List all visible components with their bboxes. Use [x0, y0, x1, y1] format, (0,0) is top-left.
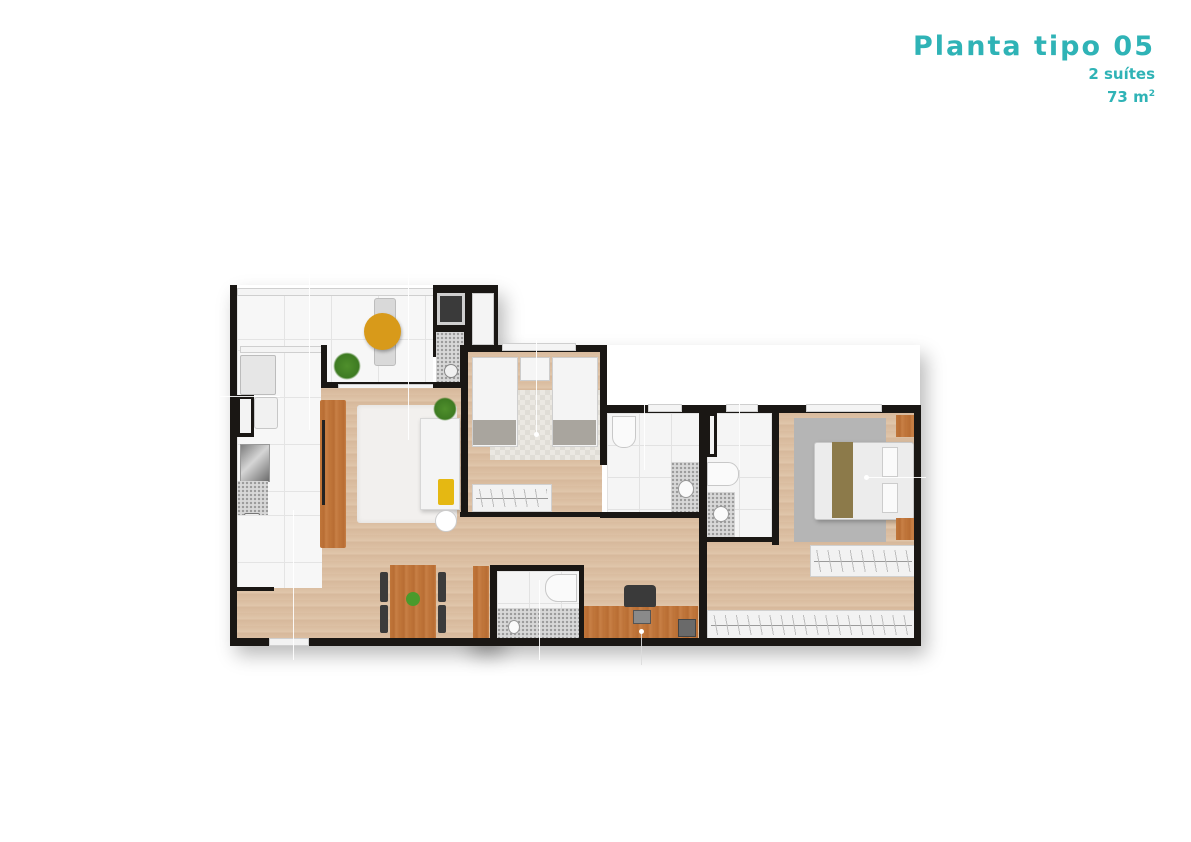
callout-line	[536, 340, 537, 435]
area-label: 73 m2	[1107, 88, 1155, 106]
wardrobe-suite[interactable]	[810, 545, 916, 577]
callout-line	[866, 477, 926, 478]
bedroom-1-window	[502, 343, 576, 351]
tv-icon	[322, 420, 325, 505]
wall-bedroom1-bottom	[460, 512, 606, 517]
bath-1-window	[648, 404, 682, 412]
wall-bath1-right	[699, 405, 707, 645]
wall-suite-bath-bottom-overlay	[707, 537, 779, 542]
wall-suite-bath-right-overlay	[772, 405, 779, 545]
wall-suite-right	[914, 405, 921, 645]
toilet-icon[interactable]	[612, 416, 636, 448]
plan-title: Planta tipo 05	[912, 31, 1155, 62]
callout-line	[644, 400, 645, 470]
side-table-icon	[435, 510, 457, 532]
suite-window	[806, 404, 882, 412]
callout-line	[739, 395, 740, 470]
suite-bath-window	[726, 404, 758, 412]
callout-line	[220, 396, 280, 397]
double-bed-icon[interactable]	[814, 442, 914, 520]
plan-title-block: Planta tipo 05 2 suítes 73 m2	[913, 30, 1155, 107]
storage-closet	[472, 293, 494, 345]
laundry-tank-icon	[254, 397, 278, 429]
chair-icon	[380, 572, 388, 602]
bed-runner	[832, 442, 853, 518]
chair-icon	[438, 572, 446, 602]
plant-icon	[433, 397, 457, 421]
sideboard	[473, 566, 489, 639]
laptop-icon	[633, 610, 651, 624]
suites-count: 2 suítes	[1088, 65, 1155, 83]
wall-living-bedroom	[460, 345, 468, 515]
wall-kitchen-lower	[237, 587, 274, 591]
washbasin-icon	[713, 506, 729, 522]
pillow-icon	[882, 483, 898, 513]
callout-line	[408, 270, 409, 440]
wall-left	[230, 285, 237, 645]
printer-icon	[678, 619, 696, 637]
kitchen-floor-lower	[237, 515, 322, 588]
wall-bottom	[230, 638, 921, 646]
callout-line	[309, 270, 310, 430]
bed-blanket	[473, 420, 516, 445]
wall-powder-right	[579, 565, 584, 640]
round-table-icon[interactable]	[364, 313, 401, 350]
wardrobe-bedroom-1[interactable]	[472, 484, 552, 512]
entrance-door[interactable]	[269, 638, 309, 646]
washing-machine-icon	[240, 355, 276, 395]
callout-dot	[639, 629, 644, 634]
pillow-icon	[882, 447, 898, 477]
wardrobe-suite-long[interactable]	[707, 610, 916, 640]
chair-icon	[438, 605, 446, 633]
wall-living-top	[433, 382, 468, 388]
suite-shaft-overlay	[707, 413, 717, 457]
callout-dot	[534, 432, 539, 437]
shaft	[240, 399, 251, 433]
callout-line	[539, 580, 540, 660]
toilet-icon	[707, 462, 739, 486]
wall-powder-left	[490, 565, 497, 640]
wall-corner	[230, 285, 237, 293]
cushion-icon	[438, 479, 454, 505]
wall-powder-top	[490, 565, 582, 571]
nightstand-icon	[896, 518, 914, 540]
sink-icon	[444, 364, 458, 378]
nightstand-icon	[896, 415, 914, 437]
terrace-railing	[237, 288, 435, 296]
callout-dot	[864, 475, 869, 480]
stove-icon[interactable]	[240, 444, 270, 482]
grill-icon	[437, 293, 465, 325]
chair-icon	[380, 605, 388, 633]
bed-blanket	[553, 420, 596, 445]
callout-line	[641, 630, 642, 665]
plant-icon	[333, 352, 361, 380]
wall-laundry-living	[321, 345, 327, 385]
callout-line	[293, 510, 294, 660]
washbasin-icon	[508, 620, 520, 634]
wall-bath1-bottom	[600, 512, 708, 518]
washbasin-icon	[678, 480, 694, 498]
office-chair-icon	[624, 585, 656, 607]
nightstand-icon	[520, 357, 550, 381]
toilet-icon[interactable]	[545, 574, 577, 602]
centerpiece-plant-icon	[406, 592, 420, 606]
